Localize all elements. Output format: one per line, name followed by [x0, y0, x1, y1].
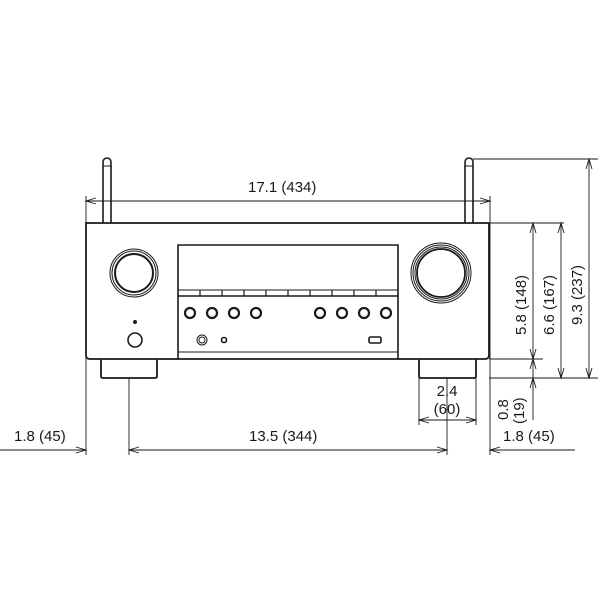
foot-width-mm: (60): [433, 401, 461, 418]
height-with-antennas-label: 9.3 (237): [569, 264, 586, 325]
foot-height-mm-label: (19): [511, 397, 528, 424]
usb-port: [368, 336, 382, 344]
setup-mic-jack: [220, 336, 228, 344]
power-button: [127, 332, 143, 348]
height-with-feet-label: 6.6 (167): [541, 274, 558, 335]
right-foot: [418, 359, 477, 379]
dimension-lines: [0, 157, 593, 454]
buttons-right: [313, 306, 393, 320]
volume-knob: [410, 242, 472, 304]
right-overhang-label: 1.8 (45): [503, 428, 555, 445]
left-antenna: [102, 157, 112, 223]
foot-width-inches: 2.4: [436, 383, 458, 400]
left-foot: [100, 359, 158, 379]
body-height-label: 5.8 (148): [513, 274, 530, 335]
headphone-jack: [196, 334, 208, 346]
power-indicator: [133, 320, 137, 324]
source-select-knob: [109, 248, 159, 298]
foot-spacing-label: 13.5 (344): [249, 428, 318, 445]
buttons-left: [183, 306, 263, 320]
right-antenna: [464, 157, 474, 223]
left-overhang-label: 1.8 (45): [14, 428, 66, 445]
foot-width-label: 2.4 (60): [425, 383, 469, 419]
extension-lines: [85, 158, 598, 455]
display-panel: [177, 244, 399, 359]
overall-width-label: 17.1 (434): [248, 179, 317, 196]
foot-height-inches-label: 0.8: [495, 399, 512, 420]
